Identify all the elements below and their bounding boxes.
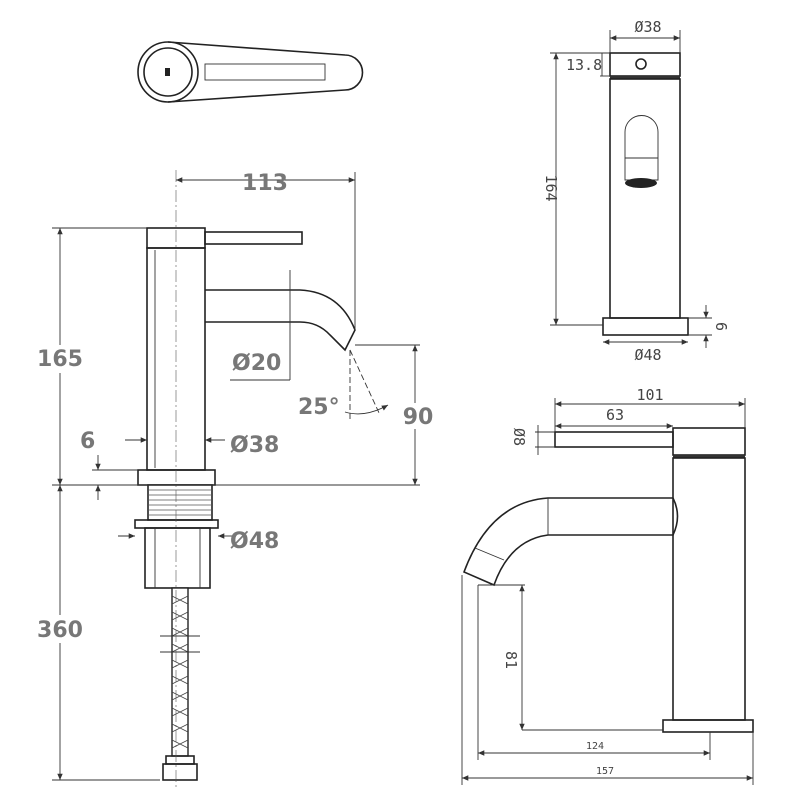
dim-rv-base-diameter-48: Ø48	[634, 346, 661, 364]
dim-spout-diameter-20: Ø20	[232, 351, 281, 376]
dim-rv-base-thickness-6: 6	[712, 322, 730, 331]
right-front-view: Ø38 13.8 164 6 Ø48	[542, 18, 730, 364]
dim-spout-clearance-81: 81	[502, 651, 520, 669]
front-view	[134, 170, 356, 790]
dim-body-diameter-38: Ø38	[230, 433, 279, 458]
dim-spout-angle-25: 25°	[298, 395, 340, 420]
dim-handle-reach-101: 101	[636, 386, 663, 404]
dim-height-165: 165	[37, 347, 83, 372]
dim-base-thickness-6: 6	[80, 429, 95, 454]
dim-spout-reach-124: 124	[586, 741, 604, 752]
dim-hose-360: 360	[37, 618, 83, 643]
dim-cap-height-13-8: 13.8	[566, 56, 602, 74]
dim-rv-body-diameter-38: Ø38	[634, 18, 661, 36]
front-view-dimensions: 113 165 360 Ø20 90 25° 6 Ø38 Ø48	[30, 171, 440, 781]
dim-rv-height-164: 164	[542, 174, 560, 201]
dim-total-depth-157: 157	[596, 766, 614, 777]
dim-spout-height-90: 90	[403, 405, 434, 430]
dim-reach-113: 113	[242, 171, 288, 196]
dim-base-diameter-48: Ø48	[230, 529, 279, 554]
right-side-view: 101 63 Ø8 81 124 157	[461, 386, 754, 785]
dim-lever-length-63: 63	[606, 406, 624, 424]
dim-lever-diameter-8: Ø8	[510, 428, 528, 446]
top-view	[137, 41, 364, 103]
